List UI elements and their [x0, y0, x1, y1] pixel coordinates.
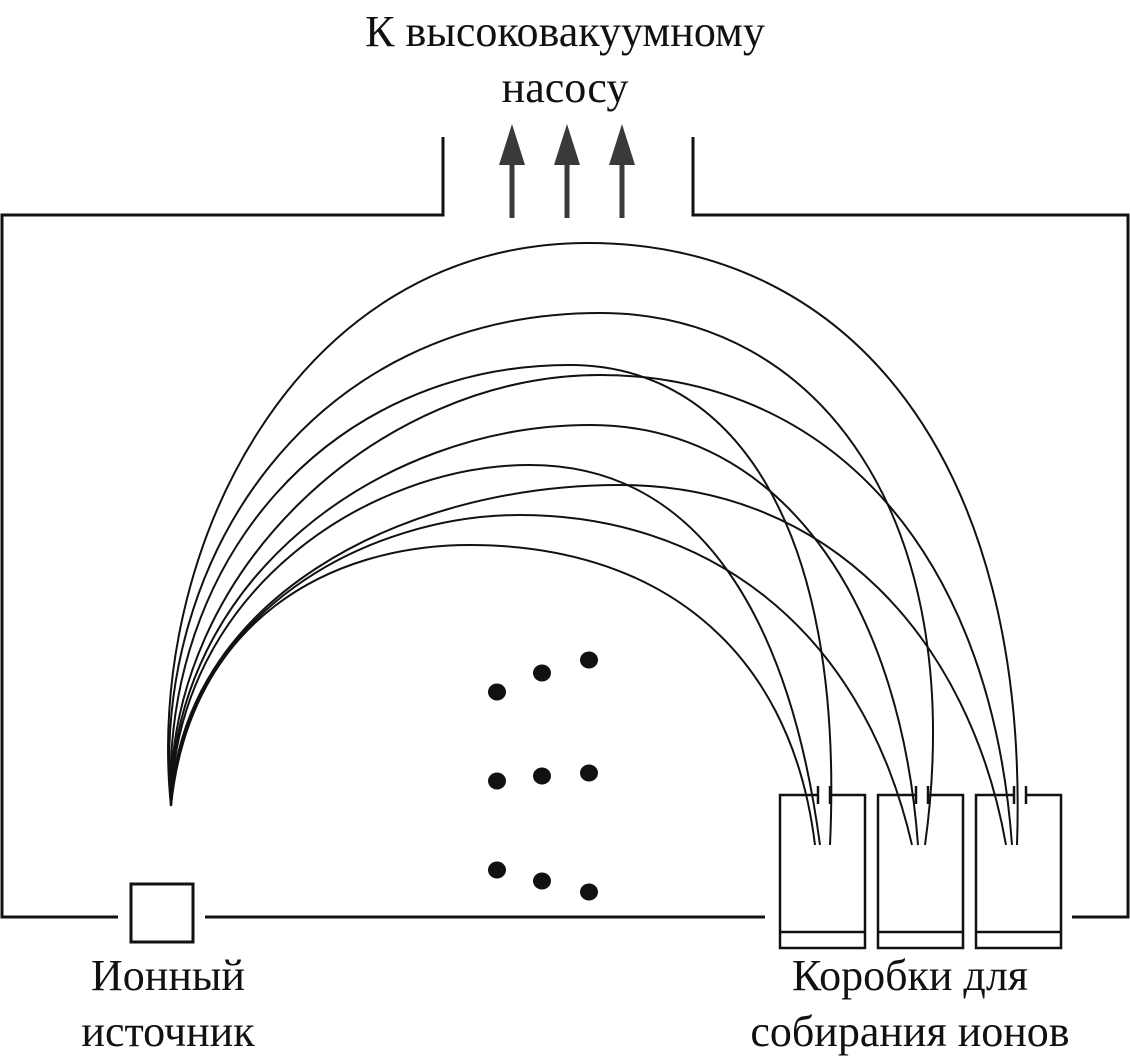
gas-particle	[533, 664, 551, 682]
gas-particle	[488, 861, 506, 879]
ion-trajectory	[170, 543, 816, 846]
ion-trajectory	[169, 423, 919, 846]
collector-box	[974, 786, 1063, 950]
gas-particle	[488, 683, 506, 701]
vacuum-chamber	[0, 137, 1130, 919]
ion-trajectories	[167, 241, 1019, 846]
ion-trajectory	[168, 311, 934, 846]
ion-trajectory	[170, 483, 1007, 846]
ion-trajectory	[167, 241, 1019, 846]
ion-trajectory	[170, 463, 821, 846]
pump-label-line-1: К высоковакуумному	[365, 7, 765, 56]
ion-source-label-line-2: источник	[81, 1007, 255, 1056]
ion-source-label: Ионный источник	[18, 948, 318, 1060]
collector-boxes-label: Коробки для собирания ионов	[690, 948, 1130, 1060]
collector-box	[876, 786, 965, 950]
pump-label-line-2: насосу	[501, 63, 629, 112]
ion-trajectory	[169, 373, 1013, 846]
collector-boxes-label-line-1: Коробки для	[791, 951, 1029, 1000]
gas-particle	[580, 764, 598, 782]
ion-trajectory	[169, 363, 833, 846]
ion-source-icon	[129, 882, 195, 944]
collector-boxes-label-line-2: собирания ионов	[750, 1007, 1070, 1056]
gas-particle	[533, 872, 551, 890]
pump-arrows	[499, 124, 635, 218]
pump-label: К высоковакуумному насосу	[265, 4, 865, 116]
chamber-wall-right	[691, 137, 1130, 919]
up-arrow-icon	[609, 124, 635, 218]
gas-particle	[580, 883, 598, 901]
ion-source-label-line-1: Ионный	[91, 951, 245, 1000]
gas-particles	[488, 651, 598, 901]
collector-box	[778, 786, 867, 950]
gas-particle	[488, 772, 506, 790]
ion-collector-boxes	[778, 786, 1063, 950]
up-arrow-icon	[554, 124, 580, 218]
gas-particle	[533, 767, 551, 785]
gas-particle	[580, 651, 598, 669]
up-arrow-icon	[499, 124, 525, 218]
chamber-wall-left	[0, 137, 445, 919]
